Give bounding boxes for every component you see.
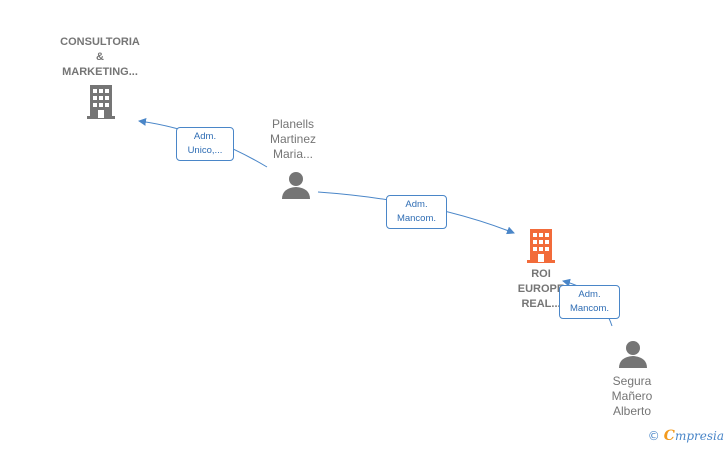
edge-label-adm-unico[interactable]: Adm. Unico,... — [176, 127, 234, 161]
node-label-line: & — [96, 51, 104, 63]
node-segura[interactable]: Segura Mañero Alberto — [596, 374, 668, 419]
node-label-line: Planells — [271, 117, 315, 131]
edge-label-line: Unico,... — [187, 145, 223, 156]
edge-label-adm-mancom[interactable]: Adm. Mancom. — [386, 195, 447, 229]
node-label-line: Mañero — [611, 389, 653, 403]
building-icon[interactable] — [525, 229, 557, 263]
node-label-line: CONSULTORIA — [60, 36, 140, 48]
edge-label-line: Adm. — [578, 289, 601, 300]
brand-name: mpresia — [674, 429, 724, 443]
edge-label-adm-mancom-segura[interactable]: Adm. Mancom. — [559, 285, 620, 319]
copyright-symbol: © — [647, 429, 660, 443]
brand-logo-initial: C — [663, 428, 675, 444]
footer-brand: ©Cmpresia — [648, 428, 724, 444]
edge-label-line: Mancom. — [396, 213, 437, 224]
person-icon[interactable] — [281, 171, 311, 199]
building-icon[interactable] — [85, 85, 117, 119]
node-label-line: ROI — [531, 268, 551, 280]
node-label-line: REAL... — [521, 298, 561, 310]
node-label-line: MARKETING... — [62, 66, 138, 78]
node-label-line: Martinez — [269, 132, 316, 146]
node-label-line: Maria... — [272, 147, 313, 161]
node-label-line: Segura — [612, 374, 652, 388]
person-icon[interactable] — [618, 340, 648, 368]
node-label-line: EUROPE — [517, 283, 565, 295]
edge-label-line: Mancom. — [569, 303, 610, 314]
node-label-line: Alberto — [612, 404, 652, 418]
node-consultoria[interactable]: CONSULTORIA & MARKETING... — [48, 35, 152, 80]
node-planells[interactable]: Planells Martinez Maria... — [255, 117, 331, 162]
edge-label-line: Adm. — [193, 131, 217, 142]
node-roi[interactable]: ROI EUROPE REAL... — [505, 267, 577, 312]
edge-label-line: Adm. — [405, 199, 428, 210]
